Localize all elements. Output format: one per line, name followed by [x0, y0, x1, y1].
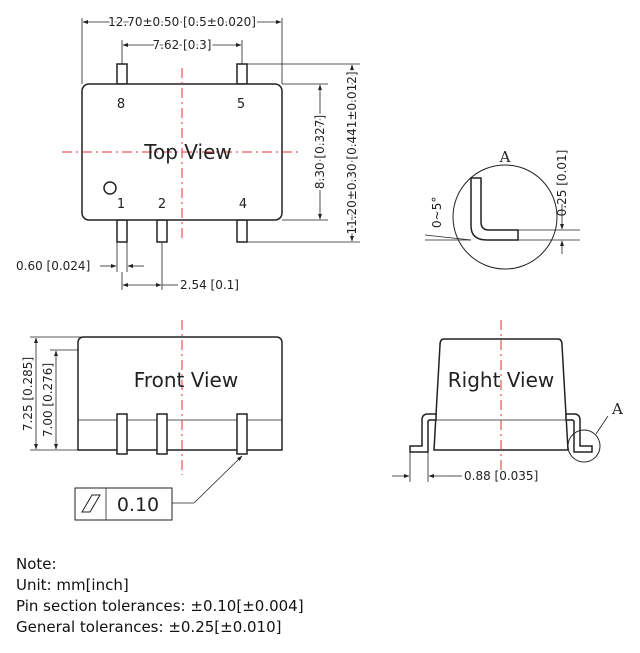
top-pin-8	[116, 63, 128, 85]
top-pin-1	[116, 219, 128, 243]
dim-total-height-label: 11.20±0.30 [0.441±0.012]	[345, 71, 359, 234]
dim-body-height-label: 8.30 [0.327]	[313, 115, 327, 189]
dim-width-label: 12.70±0.50 [0.5±0.020]	[108, 15, 256, 29]
front-pin-1	[116, 413, 128, 455]
top-pin-5	[236, 63, 248, 85]
right-view-detail-circle	[567, 429, 601, 463]
notes-block: Note: Unit: mm[inch] Pin section toleran…	[16, 554, 304, 638]
top-view: Top View 8 5 1 2 4 12.70±0.50 [0.5±0.020…	[16, 13, 361, 292]
notes-pin-tolerance: Pin section tolerances: ±0.10[±0.004]	[16, 597, 304, 615]
notes-unit: Unit: mm[inch]	[16, 576, 129, 594]
dim-front-total-label: 7.25 [0.285]	[21, 357, 35, 431]
front-view-title: Front View	[134, 368, 238, 392]
detail-a-angle: 0~5°	[430, 197, 444, 228]
pin-label-8: 8	[117, 97, 125, 112]
right-view-detail-label: A	[611, 400, 623, 418]
pin-label-5: 5	[237, 97, 245, 112]
tolerance-frame	[74, 487, 173, 521]
dim-front-body-label: 7.00 [0.276]	[41, 363, 55, 437]
top-pin-4	[236, 219, 248, 243]
right-view-left-lead	[409, 413, 437, 453]
right-view-title: Right View	[448, 368, 554, 392]
pin-label-2: 2	[158, 197, 166, 212]
pin-label-4: 4	[239, 197, 247, 212]
right-view: Right View A 0.88 [0.035]	[392, 320, 623, 483]
detail-a: A 0~5° 0.25 [0.01]	[424, 148, 580, 270]
top-pin-2	[156, 219, 168, 243]
front-pin-2	[156, 413, 168, 455]
front-view: Front View 7.25 [0.285] 7.00 [0.276] 0.1…	[19, 320, 283, 521]
dim-pin-width-label: 0.60 [0.024]	[16, 259, 90, 273]
tolerance-value: 0.10	[117, 494, 159, 516]
front-view-body	[77, 336, 283, 451]
top-view-title: Top View	[143, 140, 232, 164]
pin-label-1: 1	[117, 197, 125, 212]
notes-heading: Note:	[16, 555, 57, 573]
right-view-right-lead	[565, 413, 593, 453]
pin1-marker	[103, 181, 117, 195]
notes-general-tolerance: General tolerances: ±0.25[±0.010]	[16, 618, 282, 636]
detail-a-lead	[470, 177, 519, 241]
detail-a-circle	[452, 164, 558, 270]
front-pin-4	[236, 413, 248, 455]
dim-foot-label: 0.88 [0.035]	[464, 469, 538, 483]
dim-pin-span-label: 7.62 [0.3]	[153, 38, 212, 52]
detail-a-label: A	[499, 148, 511, 166]
flatness-symbol-icon	[81, 494, 101, 513]
detail-a-thickness: 0.25 [0.01]	[555, 150, 569, 217]
dim-pitch-label: 2.54 [0.1]	[180, 278, 239, 292]
